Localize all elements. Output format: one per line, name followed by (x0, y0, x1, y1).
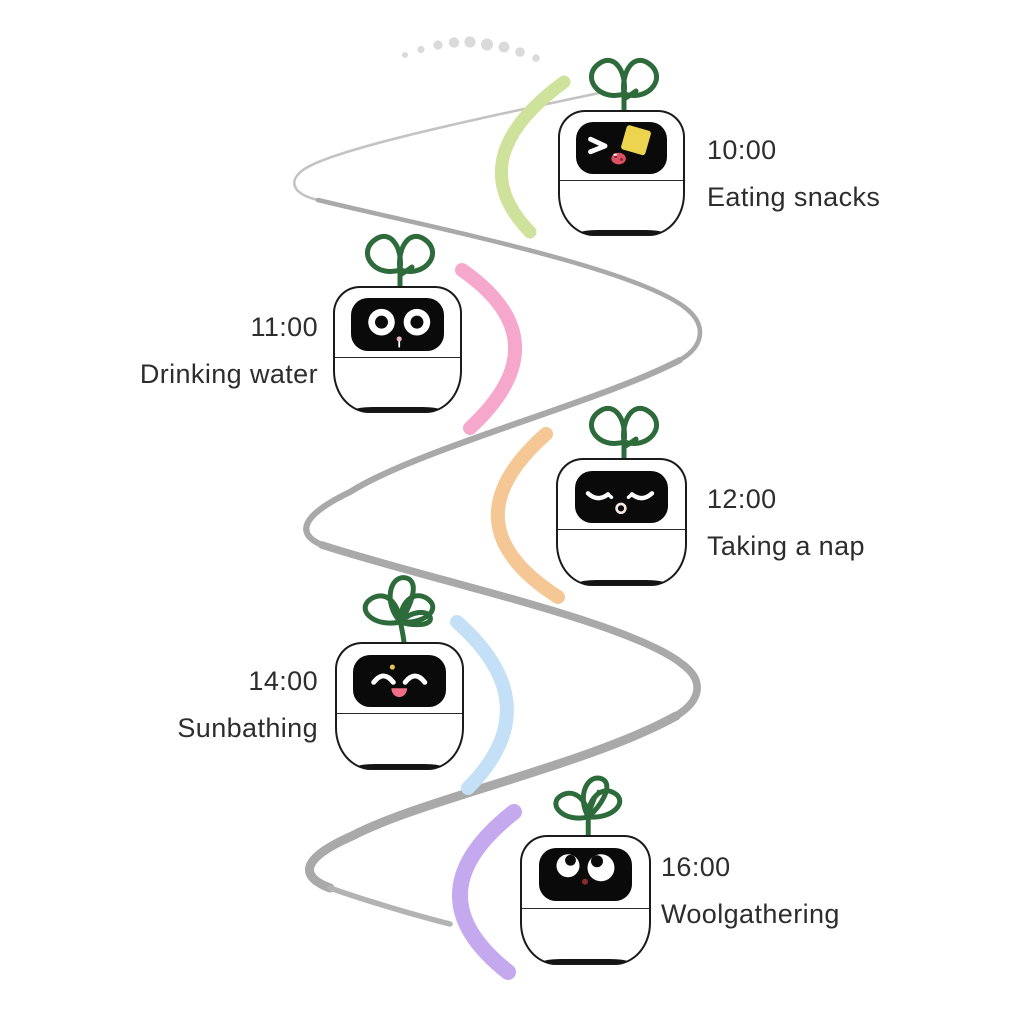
pot-seam (337, 713, 462, 715)
arc-blue-14-00 (450, 615, 514, 795)
activity-text: Taking a nap (707, 531, 865, 561)
face-eyes-looking-up-icon (555, 853, 614, 885)
pot-body (333, 286, 462, 413)
arc-pink-11-00 (455, 263, 523, 435)
face-screen (538, 847, 633, 902)
pot-seam (335, 356, 460, 358)
activity-text: Eating snacks (707, 182, 881, 212)
timeline-label-12-00: 12:00 Taking a nap (707, 486, 865, 560)
path-segment-3 (303, 356, 684, 549)
face-screen (574, 470, 669, 524)
face-smiling-icon (371, 664, 428, 697)
face-screen (351, 298, 444, 351)
pot-base (580, 229, 663, 235)
pot-body (558, 110, 685, 236)
pot-base (356, 406, 439, 412)
pot-base (358, 763, 441, 769)
path-segment-4 (318, 541, 701, 720)
pot-base (543, 958, 628, 964)
pot-base (579, 579, 664, 585)
pot-body (335, 642, 464, 770)
sprout-two-leaf-icon (364, 234, 435, 292)
plant-robot-character-10-00 (558, 58, 685, 236)
time-text: 16:00 (661, 852, 731, 882)
timeline-label-16-00: 16:00 Woolgathering (661, 854, 840, 928)
time-text: 11:00 (250, 312, 318, 342)
path-segment-5 (305, 711, 681, 893)
activity-text: Sunbathing (177, 713, 318, 743)
face-sleeping-icon (585, 490, 654, 514)
timeline-label-11-00: 11:00 Drinking water (140, 314, 318, 388)
time-text: 10:00 (707, 135, 777, 165)
pot-seam (522, 907, 649, 909)
arc-orange-12-00 (491, 427, 565, 604)
sprout-two-leaf-icon (588, 58, 659, 116)
trail-dots (402, 36, 540, 62)
activity-text: Drinking water (139, 359, 318, 389)
sprout-three-leaf-icon (553, 775, 622, 841)
sprout-four-leaf-icon (362, 575, 435, 648)
pot-seam (558, 529, 685, 531)
path-segment-2 (315, 197, 703, 363)
pot-body (520, 835, 651, 965)
winding-path (293, 90, 703, 927)
plant-robot-character-16-00 (520, 775, 651, 965)
plant-robot-character-11-00 (333, 234, 462, 413)
time-text: 14:00 (248, 666, 318, 696)
plant-robot-character-14-00 (335, 575, 464, 770)
arc-green-10-00 (494, 75, 571, 239)
pot-body (556, 458, 687, 586)
path-segment-tail (327, 885, 453, 927)
time-text: 12:00 (707, 484, 777, 514)
pot-seam (560, 180, 683, 182)
face-winking-eating-snack-icon (588, 125, 651, 165)
face-wide-eyes-icon (368, 309, 431, 349)
timeline-label-10-00: 10:00 Eating snacks (707, 137, 880, 211)
sprout-two-leaf-icon (588, 406, 659, 464)
highlight-arcs (450, 75, 571, 980)
face-screen (575, 122, 667, 175)
face-screen (353, 654, 446, 708)
arc-purple-16-00 (452, 804, 522, 980)
path-segment-1 (293, 90, 606, 202)
plant-robot-character-12-00 (556, 406, 687, 586)
activity-text: Woolgathering (661, 899, 840, 929)
timeline-label-14-00: 14:00 Sunbathing (177, 668, 318, 742)
